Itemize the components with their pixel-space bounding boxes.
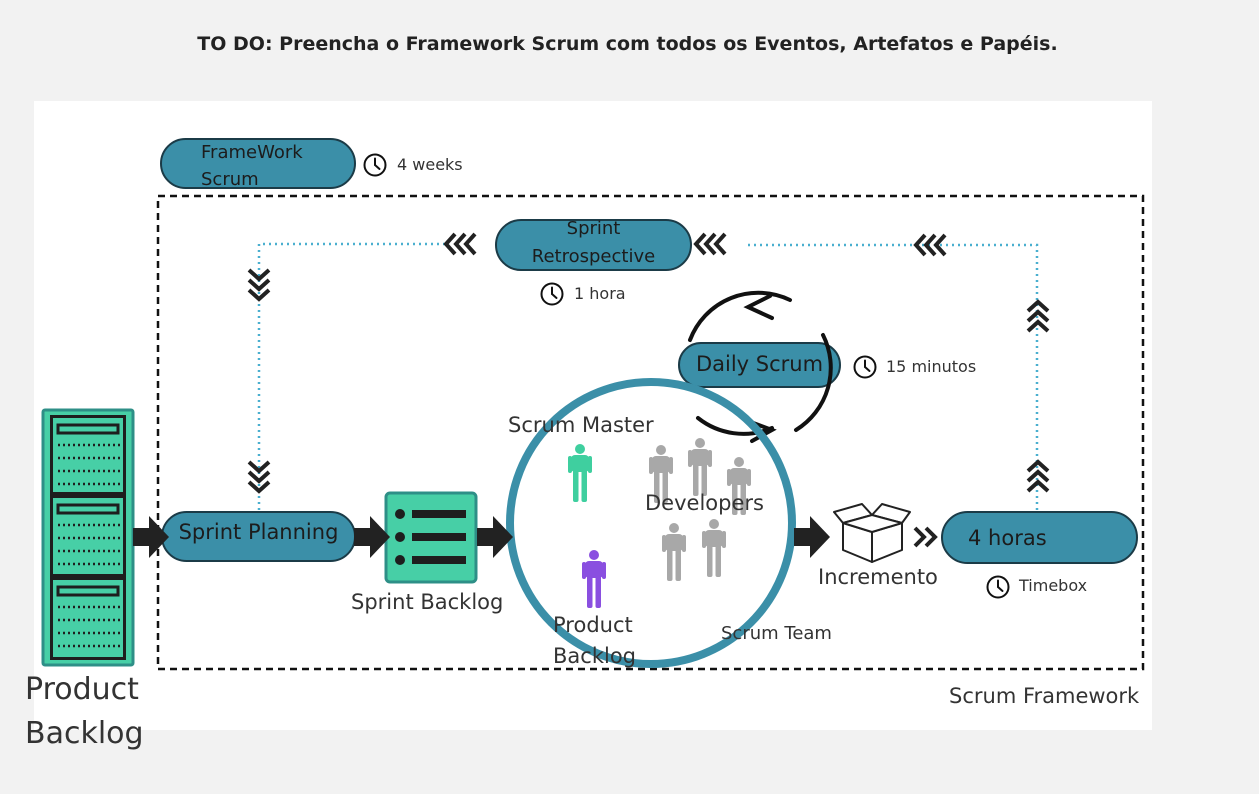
framework-pill-line2: Scrum bbox=[201, 169, 259, 190]
framework-caption: Scrum Framework bbox=[949, 684, 1140, 708]
retro-pill bbox=[495, 219, 692, 271]
developers-label: Developers bbox=[645, 491, 764, 515]
product-owner-label: Product Backlog bbox=[553, 610, 636, 672]
retro-pill-line1: Sprint bbox=[566, 218, 621, 239]
retro-pill-line2: Retrospective bbox=[531, 246, 656, 267]
framework-pill bbox=[160, 138, 356, 189]
framework-pill-label: FrameWork Scrum bbox=[201, 139, 311, 193]
sprint-loop-path bbox=[257, 242, 1039, 510]
daily-duration: 15 minutos bbox=[886, 357, 977, 376]
framework-duration: 4 weeks bbox=[397, 155, 463, 174]
framework-pill-line1: FrameWork bbox=[201, 142, 303, 163]
retro-duration: 1 hora bbox=[574, 284, 626, 303]
product-backlog-label: Product Backlog bbox=[25, 668, 144, 756]
scrum-master-label: Scrum Master bbox=[508, 413, 654, 437]
daily-pill-label: Daily Scrum bbox=[695, 352, 824, 376]
retro-pill-label: Sprint Retrospective bbox=[496, 215, 691, 271]
clock-icon bbox=[986, 575, 1010, 599]
review-pill bbox=[941, 511, 1138, 564]
increment-label: Incremento bbox=[818, 565, 938, 589]
planning-pill-label: Sprint Planning bbox=[178, 520, 339, 544]
small-chevron-icon bbox=[913, 526, 938, 548]
product-backlog-line2: Backlog bbox=[25, 716, 144, 751]
clock-icon bbox=[363, 153, 387, 177]
review-pill-label: 4 horas bbox=[968, 526, 1047, 550]
product-owner-line1: Product bbox=[553, 613, 633, 637]
review-caption: Timebox bbox=[1019, 576, 1088, 595]
sprint-backlog-label: Sprint Backlog bbox=[351, 590, 504, 614]
product-backlog-line1: Product bbox=[25, 672, 139, 707]
server-rack-icon bbox=[41, 408, 135, 667]
clock-icon bbox=[853, 355, 877, 379]
open-box-icon bbox=[833, 503, 911, 563]
list-icon bbox=[384, 491, 478, 584]
page-heading: TO DO: Preencha o Framework Scrum com to… bbox=[197, 33, 1058, 55]
framework-boundary bbox=[156, 194, 1145, 671]
product-owner-line2: Backlog bbox=[553, 644, 636, 668]
scrum-team-label: Scrum Team bbox=[721, 623, 832, 644]
board-background bbox=[34, 101, 1152, 730]
daily-pill bbox=[678, 342, 841, 388]
clock-icon bbox=[540, 282, 564, 306]
scrum-team-circle bbox=[506, 378, 796, 668]
